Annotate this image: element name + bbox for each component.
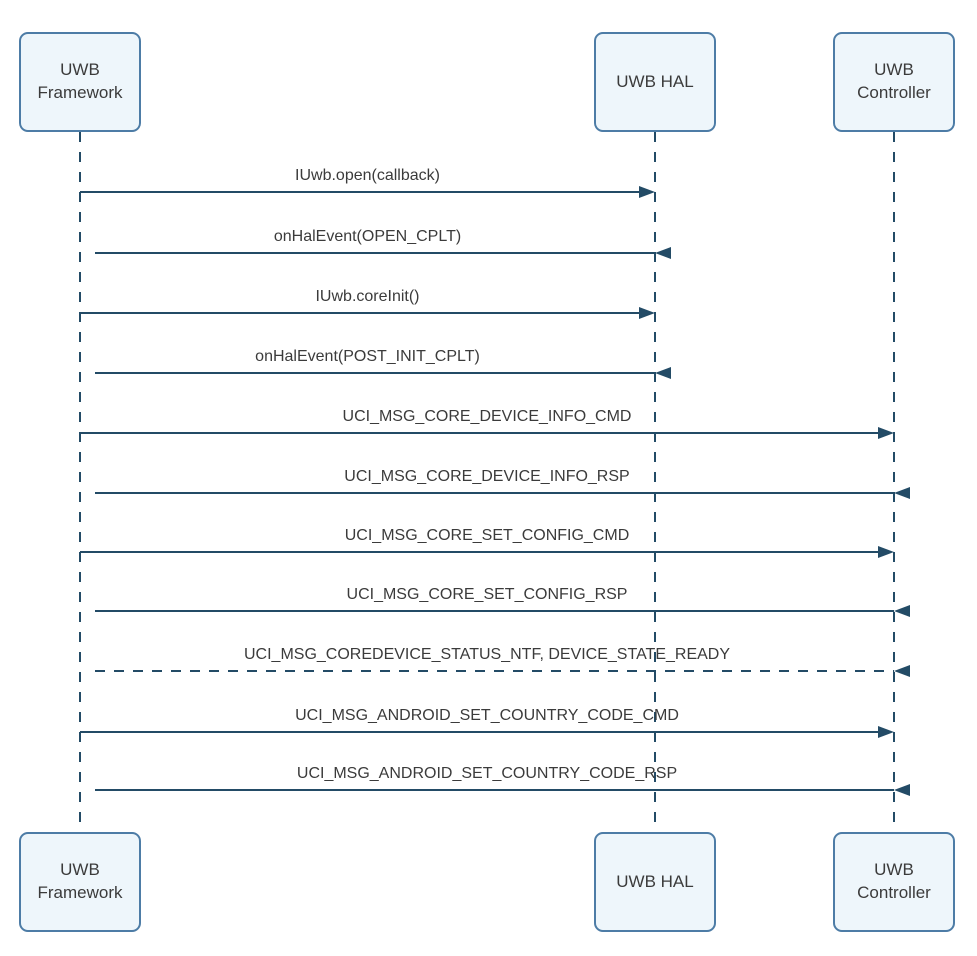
message-line [80, 311, 640, 315]
arrowhead-icon [639, 307, 655, 319]
message-line [95, 609, 894, 613]
message-line [80, 550, 879, 554]
arrowhead-icon [878, 726, 894, 738]
arrowhead-icon [894, 665, 910, 677]
participant-box-uwb-hal-bottom: UWB HAL [594, 832, 716, 932]
participant-box-uwb-framework-top: UWB Framework [19, 32, 141, 132]
participant-label: UWB Controller [857, 860, 931, 902]
participant-label: UWB Framework [37, 860, 123, 902]
message-line [95, 669, 894, 673]
lifeline-uwb-hal [653, 132, 657, 832]
arrowhead-icon [894, 605, 910, 617]
message-label: onHalEvent(POST_INIT_CPLT) [255, 348, 480, 365]
message-label: UCI_MSG_ANDROID_SET_COUNTRY_CODE_RSP [296, 765, 678, 782]
arrowhead-icon [655, 367, 671, 379]
message-line [95, 371, 655, 375]
arrowhead-icon [894, 487, 910, 499]
message-label: UCI_MSG_CORE_DEVICE_INFO_CMD [342, 408, 632, 425]
message-line [80, 730, 879, 734]
lifeline-uwb-controller [892, 132, 896, 832]
lifeline-uwb-framework [78, 132, 82, 832]
message-label: UCI_MSG_COREDEVICE_STATUS_NTF, DEVICE_ST… [243, 646, 731, 663]
arrowhead-icon [878, 427, 894, 439]
participant-box-uwb-framework-bottom: UWB Framework [19, 832, 141, 932]
message-line [95, 788, 894, 792]
message-label: IUwb.coreInit() [315, 288, 420, 305]
message-line [95, 251, 655, 255]
arrowhead-icon [639, 186, 655, 198]
participant-label: UWB HAL [616, 871, 694, 891]
message-label: UCI_MSG_CORE_DEVICE_INFO_RSP [344, 468, 630, 485]
message-label: IUwb.open(callback) [295, 167, 440, 184]
message-line [95, 491, 894, 495]
arrowhead-icon [878, 546, 894, 558]
message-line [80, 190, 640, 194]
message-line [80, 431, 879, 435]
participant-label: UWB Framework [37, 60, 123, 102]
participant-label: UWB HAL [616, 71, 694, 91]
arrowhead-icon [894, 784, 910, 796]
message-label: onHalEvent(OPEN_CPLT) [273, 228, 462, 245]
participant-box-uwb-controller-bottom: UWB Controller [833, 832, 955, 932]
message-label: UCI_MSG_CORE_SET_CONFIG_RSP [346, 586, 628, 603]
message-label: UCI_MSG_CORE_SET_CONFIG_CMD [344, 527, 630, 544]
participant-box-uwb-controller-top: UWB Controller [833, 32, 955, 132]
participant-label: UWB Controller [857, 60, 931, 102]
arrowhead-icon [655, 247, 671, 259]
participant-box-uwb-hal-top: UWB HAL [594, 32, 716, 132]
message-label: UCI_MSG_ANDROID_SET_COUNTRY_CODE_CMD [295, 707, 679, 724]
